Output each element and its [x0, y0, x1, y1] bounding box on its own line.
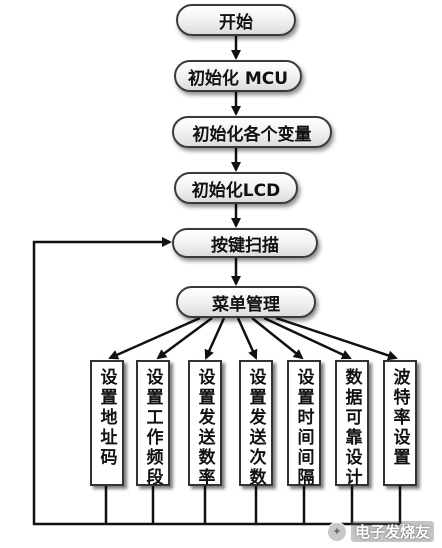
arrow-menu-to-branch-6 — [263, 316, 352, 360]
arrow-menu-to-branch-5 — [251, 317, 304, 360]
node-branch-baud: 波特率设置 — [383, 360, 417, 486]
arrow-menu-to-branch-2 — [156, 316, 213, 360]
arrow-menu-to-branch-1 — [108, 316, 201, 360]
watermark-text: 电子发烧友 — [350, 521, 434, 542]
node-init-mcu: 初始化 MCU — [174, 60, 302, 92]
node-branch-band: 设置工作频段 — [136, 360, 170, 488]
arrow-menu-to-branch-3 — [204, 317, 226, 360]
node-branch-interval: 设置时间间隔 — [287, 360, 321, 488]
node-start: 开始 — [176, 4, 296, 36]
node-init-lcd: 初始化LCD — [174, 172, 298, 204]
node-key-scan: 按键扫描 — [172, 228, 318, 258]
arrow-menu-to-branch-4 — [236, 317, 258, 360]
node-branch-address: 设置地址码 — [90, 360, 124, 486]
node-branch-reliability: 数据可靠设计 — [335, 360, 369, 488]
arrow-menu-to-branch-7 — [275, 316, 398, 361]
node-branch-count: 设置发送次数 — [239, 360, 273, 488]
node-branch-rate: 设置发送数率 — [188, 360, 222, 488]
elecfans-logo-icon: ✦ — [326, 521, 347, 542]
node-menu: 菜单管理 — [176, 286, 316, 318]
loop-back-line — [32, 237, 400, 526]
watermark: ✦ 电子发烧友 — [326, 521, 434, 542]
node-init-vars: 初始化各个变量 — [172, 116, 332, 148]
